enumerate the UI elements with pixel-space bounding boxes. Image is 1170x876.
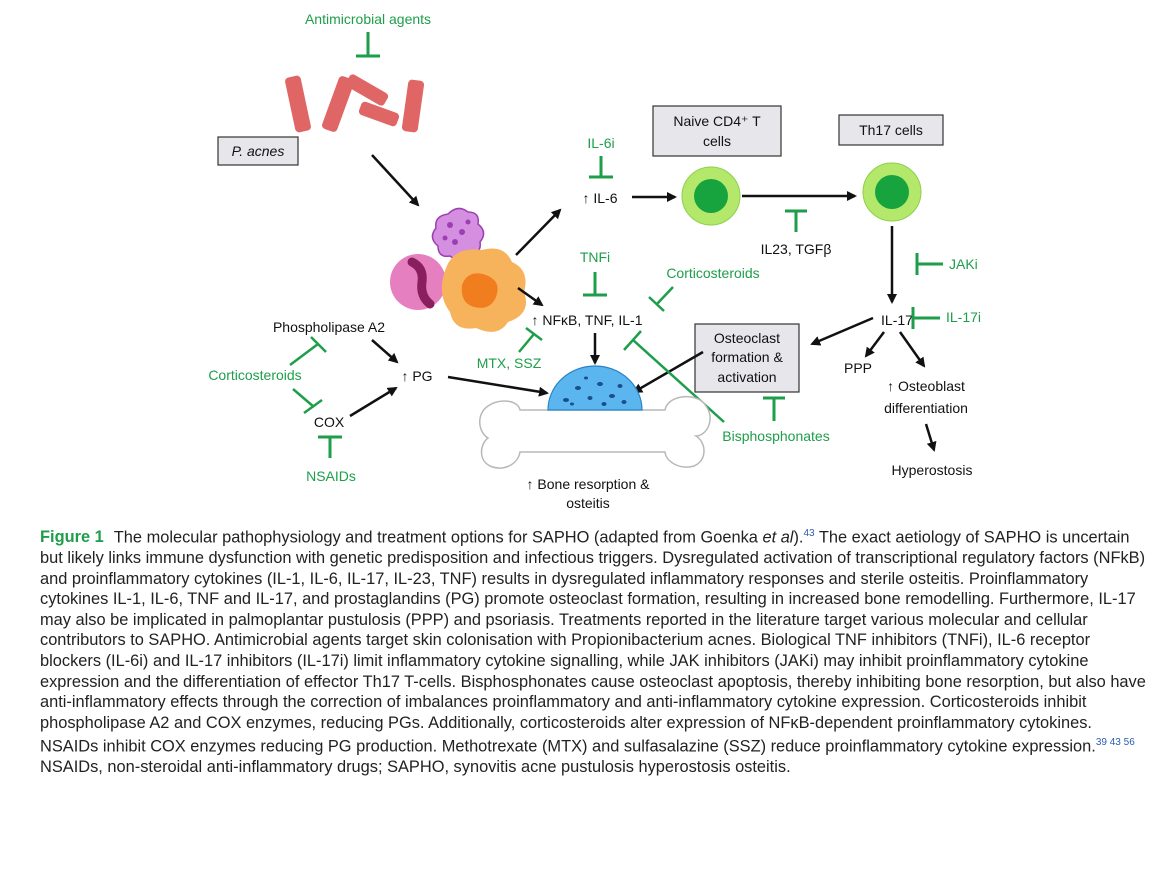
mast-cell-icon bbox=[431, 207, 485, 261]
tnfi-inhibitor bbox=[583, 272, 607, 297]
il17i-inhibitor bbox=[911, 307, 940, 329]
il17i-label: IL-17i bbox=[946, 309, 981, 325]
naive-t-box bbox=[652, 105, 782, 157]
th17-label: Th17 cells bbox=[859, 122, 923, 138]
il17-label: IL-17 bbox=[881, 312, 913, 328]
corticosteroids-left-label: Corticosteroids bbox=[208, 367, 301, 383]
naive-t-cell-icon bbox=[681, 166, 741, 226]
bacteria-icon bbox=[285, 74, 425, 133]
hyperostosis-label: Hyperostosis bbox=[892, 462, 973, 478]
nsaids-inhibitor bbox=[318, 435, 342, 458]
il6i-label: IL-6i bbox=[587, 135, 614, 151]
arrow-pg-bone bbox=[447, 375, 549, 397]
corticosteroids-cox-inhibitor bbox=[292, 388, 323, 415]
nfkb-label: ↑ NFκB, TNF, IL-1 bbox=[532, 312, 643, 328]
jaki-label: JAKi bbox=[949, 256, 978, 272]
osteoclast-label-1: Osteoclast bbox=[714, 330, 780, 346]
caption-part-1: The molecular pathophysiology and treatm… bbox=[113, 528, 763, 547]
osteoclast-label-3: activation bbox=[717, 369, 776, 385]
corticosteroids-nfkb-inhibitor bbox=[648, 286, 674, 312]
corticosteroids-phospholipase-inhibitor bbox=[289, 336, 327, 366]
arrow-immune-nfkb bbox=[517, 286, 544, 307]
arrow-bacteria-immune bbox=[371, 154, 420, 207]
pg-label: ↑ PG bbox=[401, 368, 432, 384]
bisphosphonates-label: Bisphosphonates bbox=[722, 428, 829, 444]
mtx-ssz-label: MTX, SSZ bbox=[477, 355, 542, 371]
th17-cell-icon bbox=[862, 162, 922, 222]
figure-label: Figure 1 bbox=[40, 528, 104, 547]
il6-label: ↑ IL-6 bbox=[582, 190, 617, 206]
caption-part-4: NSAIDs, non-steroidal anti-inflammatory … bbox=[40, 758, 791, 777]
bone-label-1: ↑ Bone resorption & bbox=[527, 476, 651, 492]
pathophysiology-diagram: Antimicrobial agents P. acnes bbox=[208, 11, 981, 511]
il23-inhibitor bbox=[785, 209, 807, 232]
nsaids-label: NSAIDs bbox=[306, 468, 356, 484]
cox-label: COX bbox=[314, 414, 345, 430]
tnfi-label: TNFi bbox=[580, 249, 610, 265]
neutrophil-icon bbox=[390, 254, 446, 310]
antimicrobial-label: Antimicrobial agents bbox=[305, 11, 431, 27]
arrow-il17-osteoclast bbox=[810, 316, 874, 346]
osteoclast-label-2: formation & bbox=[711, 349, 783, 365]
th17-box bbox=[838, 114, 944, 146]
p-acnes-box bbox=[217, 136, 299, 166]
immune-cells-icon bbox=[390, 207, 526, 332]
il23-label: IL23, TGFβ bbox=[761, 241, 832, 257]
bone-icon bbox=[479, 396, 711, 469]
macrophage-icon bbox=[441, 248, 526, 332]
arrow-phospholipase-pg bbox=[371, 339, 399, 364]
arrow-osteoblast-hyperostosis bbox=[924, 423, 937, 452]
jaki-inhibitor bbox=[915, 253, 943, 275]
osteoblast-label-1: ↑ Osteoblast bbox=[887, 378, 965, 394]
osteoclast-box bbox=[694, 323, 800, 393]
osteoclast-icon bbox=[547, 365, 643, 411]
references-39-43-56[interactable]: 39 43 56 bbox=[1095, 737, 1135, 749]
caption-part-2: ). bbox=[793, 528, 804, 547]
ppp-label: PPP bbox=[844, 360, 872, 376]
caption-part-3: The exact aetiology of SAPHO is uncertai… bbox=[40, 528, 1146, 756]
reference-43[interactable]: 43 bbox=[803, 528, 815, 539]
corticosteroids-top-label: Corticosteroids bbox=[666, 265, 759, 281]
figure-caption: Figure 1 The molecular pathophysiology an… bbox=[40, 524, 1152, 778]
osteoblast-label-2: differentiation bbox=[884, 400, 968, 416]
arrow-cox-pg bbox=[349, 386, 398, 418]
p-acnes-label: P. acnes bbox=[232, 143, 285, 159]
naive-t-label-2: cells bbox=[703, 133, 731, 149]
phospholipase-label: Phospholipase A2 bbox=[273, 319, 385, 335]
bisphosphonates-inhibitor-nfkb bbox=[623, 330, 725, 423]
bone-label-2: osteitis bbox=[566, 495, 610, 511]
il6i-inhibitor bbox=[589, 156, 613, 179]
bisphosphonates-inhibitor-osteoclast bbox=[763, 396, 785, 421]
arrow-il17-ppp bbox=[864, 331, 885, 358]
arrow-immune-il6 bbox=[515, 208, 562, 256]
arrow-il17-osteoblast bbox=[898, 331, 926, 368]
naive-t-label-1: Naive CD4⁺ T bbox=[673, 113, 761, 129]
antimicrobial-inhibitor bbox=[356, 32, 380, 58]
mtx-ssz-inhibitor bbox=[518, 327, 543, 353]
caption-et-al: et al bbox=[762, 528, 794, 547]
